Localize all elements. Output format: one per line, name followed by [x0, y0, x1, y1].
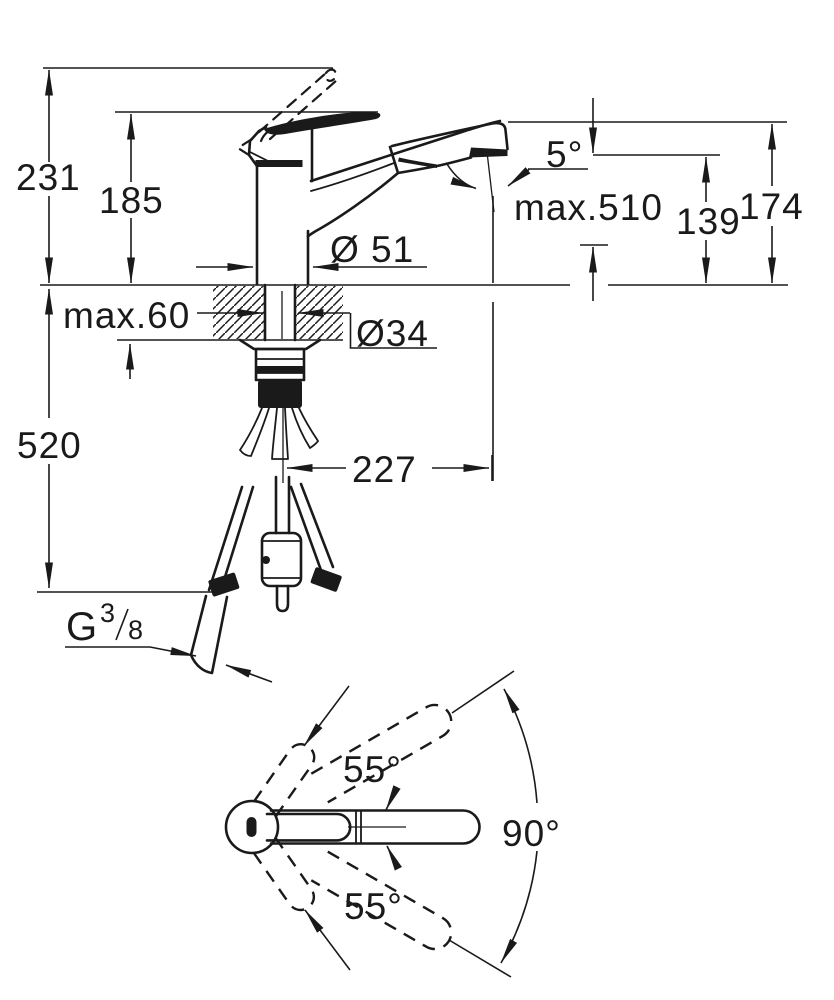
- label-185: 185: [99, 180, 164, 221]
- pullout-hose-end-tip: [275, 584, 290, 613]
- label-90: 90°: [502, 813, 561, 854]
- label-174: 174: [739, 186, 804, 227]
- dim-height-overall-231: 231: [16, 69, 81, 284]
- spout-top-view: [269, 809, 481, 845]
- dim-deck-max60: max.60: [63, 295, 264, 379]
- spout-bottom-edge: [306, 156, 473, 238]
- fanned-hoses: [239, 407, 319, 460]
- label-g38-slash: [115, 608, 129, 641]
- label-55-lower: 55°: [344, 886, 403, 927]
- right-supply-hose: [289, 482, 335, 575]
- handle-joint-band: [255, 160, 303, 167]
- pivot-pin-top-view: [246, 817, 257, 837]
- right-hose-fitting: [310, 567, 342, 592]
- mounting-flange: [238, 338, 322, 351]
- handle-base-right-edge: [301, 120, 314, 183]
- handle-top-view: [265, 812, 352, 842]
- leader-g38-right: [225, 664, 273, 683]
- handle-swung-up-dashed: [252, 743, 316, 818]
- leader-55dn-outer: [304, 909, 351, 971]
- dim-thread-g38: G 3 8: [65, 598, 273, 683]
- dim-handle-swing-lower-55: 55°: [304, 845, 403, 971]
- dim-shank-diameter-34: Ø34: [297, 309, 437, 354]
- top-view-dimensions: 55° 55° 90°: [303, 670, 561, 978]
- body-top-view-circle: [224, 799, 280, 855]
- label-520: 520: [17, 425, 82, 466]
- label-max60: max.60: [63, 295, 190, 336]
- label-231: 231: [16, 157, 81, 198]
- mounting-nut-dark-band: [256, 366, 304, 373]
- label-227: 227: [352, 449, 417, 490]
- arc-90-top: [503, 688, 538, 804]
- side-view-dimensions: 231 185 174 139 max.510 5°: [16, 67, 804, 683]
- leader-55up-inner: [385, 785, 401, 811]
- lever-handle-blade: [264, 111, 381, 135]
- side-view-faucet: [235, 68, 509, 286]
- label-dia51: Ø 51: [330, 229, 414, 270]
- arc-90-bottom: [500, 850, 538, 964]
- label-55-upper: 55°: [343, 749, 402, 790]
- dim-height-lever-185: 185: [99, 113, 164, 284]
- spout-underside-shadow: [398, 157, 437, 168]
- hose-collar-block: [258, 380, 302, 408]
- dim-spray-angle-5: 5°: [446, 134, 588, 190]
- raised-lever-dashed: [257, 68, 339, 141]
- label-max510: max.510: [514, 187, 663, 228]
- ext-90-bottom: [448, 939, 512, 978]
- left-hose-fitting: [208, 572, 240, 597]
- leader-5deg-left-arc: [446, 163, 477, 190]
- dim-swivel-90: 90°: [448, 670, 561, 978]
- hose-weight-block: [260, 531, 303, 588]
- dim-pullout-max510: max.510: [514, 98, 663, 301]
- sprayhead-outline: [390, 121, 509, 151]
- faucet-body-column: [255, 165, 310, 286]
- dim-hose-length-520: 520: [17, 288, 82, 589]
- supply-hoses: [189, 475, 342, 675]
- sprayhead-joint-line: [388, 145, 400, 175]
- ext-90-top: [451, 670, 515, 714]
- extension-lines: [37, 67, 787, 593]
- label-dia34: Ø34: [356, 313, 429, 354]
- counter-hole-edges: [263, 283, 297, 342]
- spout-top-inner-line: [310, 162, 395, 192]
- dim-reach-227: 227: [286, 449, 493, 490]
- cartridge-seam-line: [249, 151, 271, 163]
- sprayhead-aerator: [469, 147, 508, 158]
- label-g38-numerator: 3: [100, 598, 116, 628]
- dim-spout-height-174: 174: [739, 123, 804, 284]
- handle-swung-down-dashed: [252, 836, 315, 912]
- hose-weight-block-dot: [262, 556, 270, 564]
- mounting-nut: [254, 347, 306, 382]
- top-view: [224, 703, 481, 951]
- leader-g38-left: [149, 646, 197, 657]
- leader-55up-outer: [303, 685, 350, 747]
- left-hose-lower-segment: [189, 594, 229, 675]
- leader-34-elbow: [349, 313, 437, 349]
- label-139: 139: [676, 201, 741, 242]
- mounting-assembly: [238, 338, 322, 483]
- label-g38-g: G: [66, 605, 98, 649]
- leader-55dn-inner: [386, 845, 402, 871]
- dim-base-diameter-51: Ø 51: [196, 229, 427, 271]
- label-g38-denominator: 8: [128, 615, 144, 645]
- dim-outlet-height-139: 139: [676, 156, 741, 284]
- dim-handle-swing-upper-55: 55°: [303, 685, 402, 811]
- leader-5deg-right: [507, 167, 531, 187]
- pivot-arc-dashed: [235, 125, 285, 159]
- hose-weight-block-lines: [262, 540, 301, 579]
- label-5deg: 5°: [546, 134, 583, 175]
- center-pullout-hose: [274, 475, 291, 535]
- spout-swiveled-up-dashed: [310, 703, 453, 804]
